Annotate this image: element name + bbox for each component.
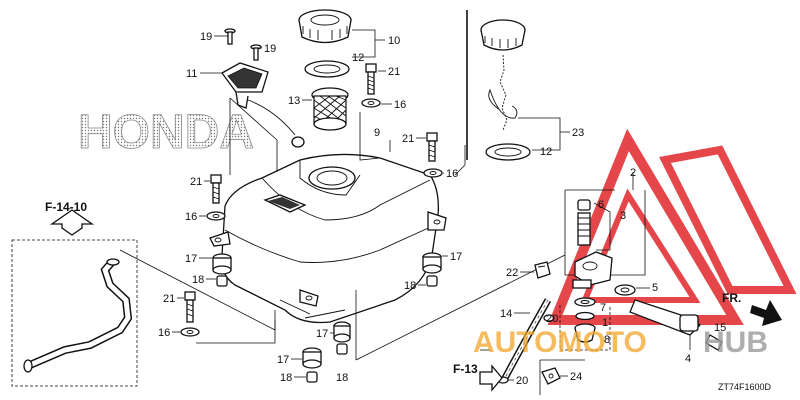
lever-screw-15 (705, 334, 723, 351)
callout-18-lower-a: 18 (336, 372, 348, 384)
callout-20-b: 20 (516, 375, 528, 387)
screw-19-a (224, 28, 236, 45)
washer-16-right (423, 168, 443, 178)
valve-washer-5 (614, 284, 636, 296)
callout-12-top: 12 (352, 52, 364, 64)
callout-16-right: 16 (446, 168, 458, 180)
inset-fuel-cap (480, 19, 531, 161)
mount-rubber-17-lower-b (302, 347, 322, 383)
washer-16-lower (180, 327, 200, 337)
f14-up-arrow (49, 209, 95, 236)
callout-18-right: 18 (404, 280, 416, 292)
front-arrow (750, 300, 782, 326)
f14-inset-frame (11, 239, 138, 387)
callout-5: 5 (652, 282, 658, 294)
callout-2: 2 (630, 167, 636, 179)
washer-16-top (361, 98, 381, 108)
bolt-21-top (365, 63, 377, 95)
fuel-tube-14 (501, 298, 552, 380)
ref-f14-10: F-14-10 (45, 200, 87, 214)
callout-21-right: 21 (402, 133, 414, 145)
ref-f13: F-13 (453, 362, 478, 376)
bolt-21-lower (184, 291, 196, 323)
callout-8: 8 (604, 334, 610, 346)
f13-arrow (479, 364, 503, 392)
valve-filter-6 (577, 199, 591, 246)
f14-hose (23, 258, 133, 373)
callout-21-left: 21 (190, 176, 202, 188)
diagram-code: ZT74F1600D (718, 382, 772, 392)
callouts: 19 19 10 12 11 21 13 16 9 21 16 21 16 17… (158, 31, 741, 387)
callout-10: 10 (388, 35, 400, 47)
valve-gasket-7 (574, 297, 596, 307)
fuel-cap (298, 9, 352, 44)
washer-16-left (206, 211, 226, 221)
callout-12-inset: 12 (540, 146, 552, 158)
honda-watermark: HONDA (78, 106, 254, 159)
front-direction-label: FR. (722, 291, 741, 305)
fuel-valve-body (572, 251, 613, 289)
callout-16-left: 16 (185, 211, 197, 223)
site-watermark-left: AUTOMOTO (473, 326, 647, 359)
callout-17-left: 17 (185, 253, 197, 265)
mount-rubber-17-left (212, 253, 232, 275)
callout-21-top: 21 (388, 66, 400, 78)
valve-lever-4 (629, 299, 702, 336)
bolt-21-left (210, 174, 222, 204)
callout-11: 11 (186, 68, 197, 80)
callout-13: 13 (288, 95, 300, 107)
callout-18-lower-b: 18 (280, 372, 292, 384)
callout-17-lower-a: 17 (316, 328, 328, 340)
warning-triangle-watermark (547, 128, 797, 325)
tube-clip-20-a (543, 314, 555, 322)
hose-clip-22 (534, 261, 551, 279)
callout-21-lower: 21 (163, 293, 175, 305)
callout-23: 23 (572, 127, 584, 139)
callout-1: 1 (602, 317, 608, 329)
mount-rubber-17-right (422, 252, 442, 274)
screw-19-b (250, 44, 262, 61)
callout-19-a: 19 (200, 31, 212, 43)
callout-4: 4 (685, 353, 691, 365)
callout-24: 24 (570, 371, 582, 383)
callout-17-right: 17 (450, 251, 462, 263)
callout-16-lower: 16 (158, 327, 170, 339)
callout-14: 14 (500, 308, 512, 320)
callout-19-b: 19 (264, 43, 276, 55)
bolt-21-right (426, 132, 438, 162)
callout-7: 7 (600, 302, 606, 314)
valve-oring-1 (575, 311, 595, 321)
fuel-gauge (221, 62, 305, 148)
callout-22: 22 (506, 267, 518, 279)
callout-20-a: 20 (546, 313, 558, 325)
collar-18-left (216, 275, 228, 287)
callout-9: 9 (374, 127, 380, 139)
mount-rubber-17-lower-a (333, 321, 351, 355)
callout-3: 3 (620, 210, 626, 222)
callout-18-left: 18 (192, 274, 204, 286)
clamp-24 (541, 367, 561, 385)
cap-gasket (304, 60, 350, 78)
callout-17-lower-b: 17 (277, 354, 289, 366)
fuel-strainer (311, 87, 349, 131)
valve-cup-8 (574, 323, 596, 343)
fuel-tank (209, 153, 447, 324)
collar-18-right (426, 275, 438, 287)
callout-6: 6 (598, 199, 604, 211)
callout-16-top: 16 (394, 99, 406, 111)
callout-15: 15 (714, 322, 726, 334)
site-watermark-right: HUB (703, 326, 768, 359)
